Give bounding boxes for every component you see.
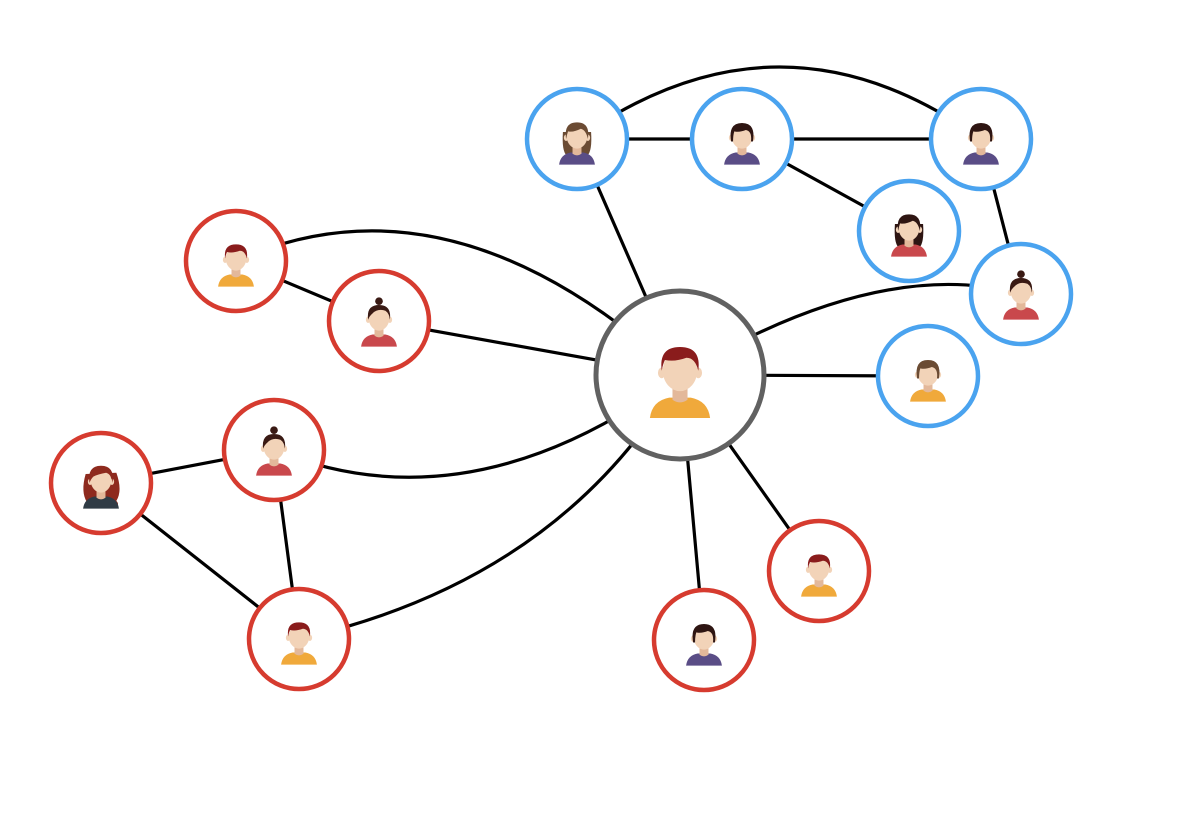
avatar-icon-r6 [686,624,722,666]
avatar-icon-r3 [256,426,292,476]
edge-b1-b3 [575,65,983,141]
avatar-icon-center [649,347,711,419]
person-node-b2[interactable] [689,86,795,192]
avatar-icon-b5 [1003,270,1039,320]
person-node-b4[interactable] [856,178,962,284]
person-node-r6[interactable] [651,587,757,693]
avatar-icon-r5 [281,622,317,665]
avatar-icon-b2 [724,123,760,165]
avatar-icon-b6 [910,360,946,402]
person-node-r4[interactable] [48,430,154,536]
avatar-icon-r4 [83,465,120,509]
avatar-icon-b4 [891,214,927,257]
avatar-icon-r2 [361,297,397,347]
person-node-b1[interactable] [524,86,630,192]
avatar-icon-b3 [963,123,999,165]
person-node-center[interactable] [593,288,767,462]
avatar-icon-r1 [218,244,254,287]
person-node-b6[interactable] [875,323,981,429]
nodes-layer [48,86,1074,693]
person-node-r7[interactable] [766,518,872,624]
person-node-r2[interactable] [326,268,432,374]
person-node-b5[interactable] [968,241,1074,347]
person-node-r1[interactable] [183,208,289,314]
avatar-icon-r7 [801,554,837,597]
person-node-r5[interactable] [246,586,352,692]
person-node-r3[interactable] [221,397,327,503]
avatar-icon-b1 [559,122,595,165]
person-node-b3[interactable] [928,86,1034,192]
